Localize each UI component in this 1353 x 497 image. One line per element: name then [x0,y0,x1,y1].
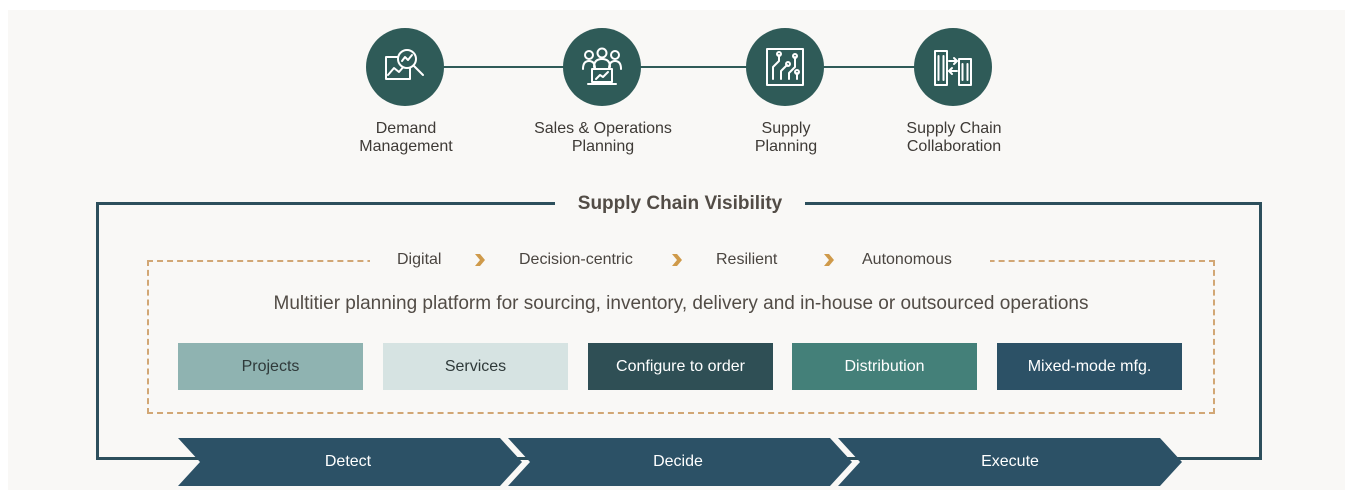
sales-operations-label: Sales & Operations Planning [534,120,672,155]
platform-description: Multitier planning platform for sourcing… [273,293,1089,314]
flow-label-detect: Detect [324,453,372,470]
buildings-exchange-icon [934,50,972,86]
flow-arrow-decide [508,438,852,486]
stage-digital: Digital [397,251,442,268]
sales-operations-circle [563,28,641,106]
demand-management-label: Demand Management [359,120,453,155]
chevron-right-icon [672,254,682,266]
mode-distribution: Distribution [792,343,977,390]
circuit-board-icon [766,48,804,86]
mode-services: Services [383,343,568,390]
flow-label-decide: Decide [653,453,703,470]
flow-label-execute: Execute [981,453,1039,470]
mode-projects: Projects [178,343,363,390]
flow-arrow-execute [838,438,1182,486]
magnifier-chart-icon [385,49,424,80]
stage-autonomous: Autonomous [862,251,952,268]
supply-planning-circle [746,28,824,106]
supply-planning-label: Supply Planning [754,120,818,155]
supply-chain-collaboration-circle [914,28,992,106]
chevron-right-icon [824,254,834,266]
visibility-title: Supply Chain Visibility [555,191,805,217]
flow-arrow-detect [178,438,522,486]
mode-configure-to-order: Configure to order [588,343,773,390]
stage-decision-centric: Decision-centric [519,251,633,268]
chevron-right-icon [475,254,485,266]
stage-resilient: Resilient [716,251,778,268]
mode-mixed-mode-mfg: Mixed-mode mfg. [997,343,1182,390]
steps-connector-line [405,66,953,68]
demand-management-circle [366,28,444,106]
supply-chain-collaboration-label: Supply Chain Collaboration [906,120,1002,155]
team-laptop-icon [582,47,622,85]
